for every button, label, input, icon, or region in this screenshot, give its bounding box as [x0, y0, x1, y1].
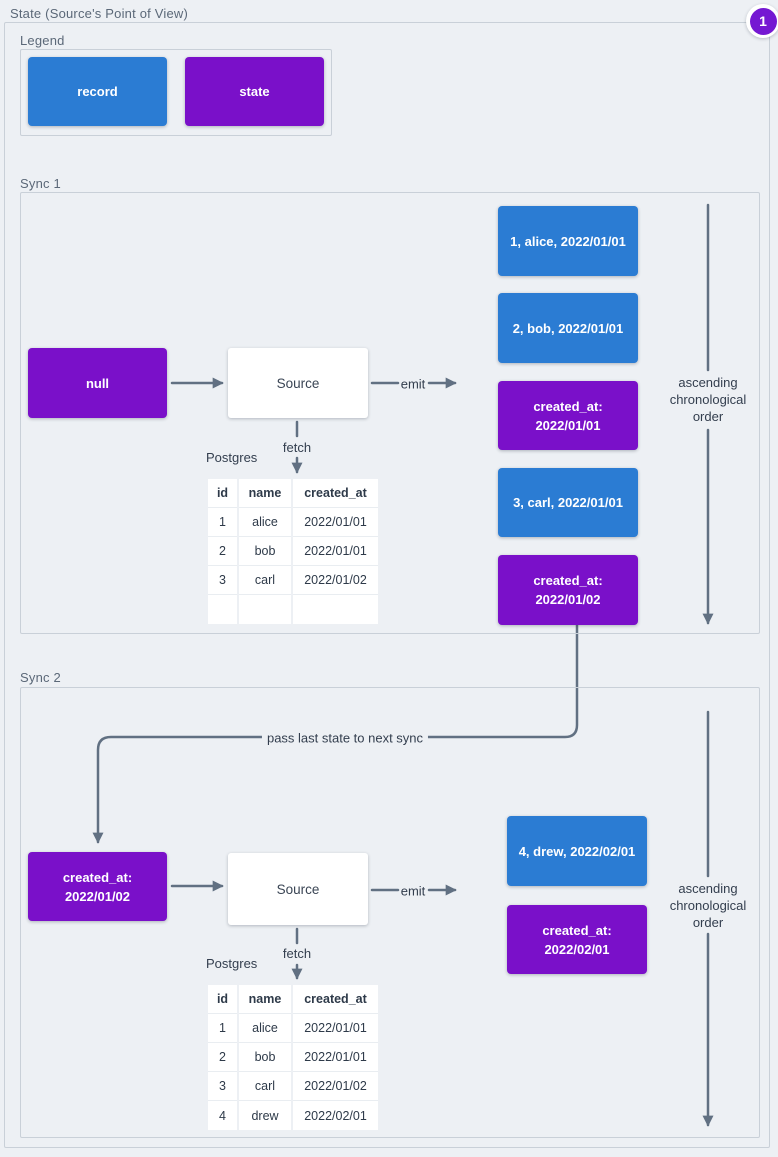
table-cell: alice [239, 508, 291, 537]
legend-box [20, 49, 332, 136]
table-cell [239, 595, 291, 624]
table-cell: 2022/01/01 [293, 537, 378, 566]
table-header-cell: id [208, 479, 237, 508]
table-cell: 2022/01/01 [293, 1043, 378, 1072]
legend-record-swatch: record [28, 57, 167, 126]
table-cell: 2 [208, 537, 237, 566]
table-cell: 2022/01/01 [293, 1014, 378, 1043]
stream-state: created_at: 2022/01/01 [498, 381, 638, 450]
sync1-input-state: null [28, 348, 167, 418]
table-cell: 3 [208, 1072, 237, 1101]
sync2-table: id name created_at 1 alice 2022/01/01 2 … [208, 985, 378, 1130]
sync2-source-node: Source [228, 853, 368, 925]
sync2-fetch-label: fetch [282, 946, 312, 961]
table-cell: alice [239, 1014, 291, 1043]
sync2-input-state: created_at: 2022/01/02 [28, 852, 167, 921]
table-cell [208, 595, 237, 624]
sync1-fetch-label: fetch [282, 440, 312, 455]
pass-state-label: pass last state to next sync [261, 730, 429, 746]
table-cell: 2022/01/02 [293, 1072, 378, 1101]
page-title: State (Source's Point of View) [10, 6, 189, 21]
sync1-table: id name created_at 1 alice 2022/01/01 2 … [208, 479, 378, 624]
stream-state: created_at: 2022/01/02 [498, 555, 638, 625]
legend-label: Legend [20, 33, 65, 48]
sync1-db-label: Postgres [206, 450, 258, 465]
table-header-cell: name [239, 985, 291, 1014]
table-cell: 2022/01/01 [293, 508, 378, 537]
step-badge: 1 [749, 7, 777, 35]
legend-state-swatch: state [185, 57, 324, 126]
sync1-emit-label: emit [400, 376, 426, 392]
sync1-label: Sync 1 [20, 176, 61, 191]
sync1-order-label: ascending chronological order [669, 375, 747, 424]
table-cell: 2022/01/02 [293, 566, 378, 595]
sync2-order-label: ascending chronological order [669, 881, 747, 930]
table-cell: 2022/02/01 [293, 1101, 378, 1130]
stream-state: created_at: 2022/02/01 [507, 905, 647, 974]
table-cell: 2 [208, 1043, 237, 1072]
sync2-label: Sync 2 [20, 670, 61, 685]
table-header-cell: name [239, 479, 291, 508]
table-cell: 3 [208, 566, 237, 595]
sync1-source-node: Source [228, 348, 368, 418]
sync1-box [20, 192, 760, 634]
outer-container [4, 22, 770, 1148]
sync2-db-label: Postgres [206, 956, 258, 971]
stream-record: 4, drew, 2022/02/01 [507, 816, 647, 886]
table-cell: bob [239, 1043, 291, 1072]
table-cell: 1 [208, 508, 237, 537]
step-badge-ring: 1 [746, 4, 778, 38]
stream-record: 3, carl, 2022/01/01 [498, 468, 638, 537]
table-cell: 1 [208, 1014, 237, 1043]
stream-record: 1, alice, 2022/01/01 [498, 206, 638, 276]
table-header-cell: created_at [293, 479, 378, 508]
table-cell: carl [239, 566, 291, 595]
table-header-cell: id [208, 985, 237, 1014]
table-cell: 4 [208, 1101, 237, 1130]
stream-record: 2, bob, 2022/01/01 [498, 293, 638, 363]
table-header-cell: created_at [293, 985, 378, 1014]
table-cell: drew [239, 1101, 291, 1130]
table-cell [293, 595, 378, 624]
table-cell: bob [239, 537, 291, 566]
sync2-emit-label: emit [400, 883, 426, 899]
table-cell: carl [239, 1072, 291, 1101]
sync2-box [20, 687, 760, 1138]
